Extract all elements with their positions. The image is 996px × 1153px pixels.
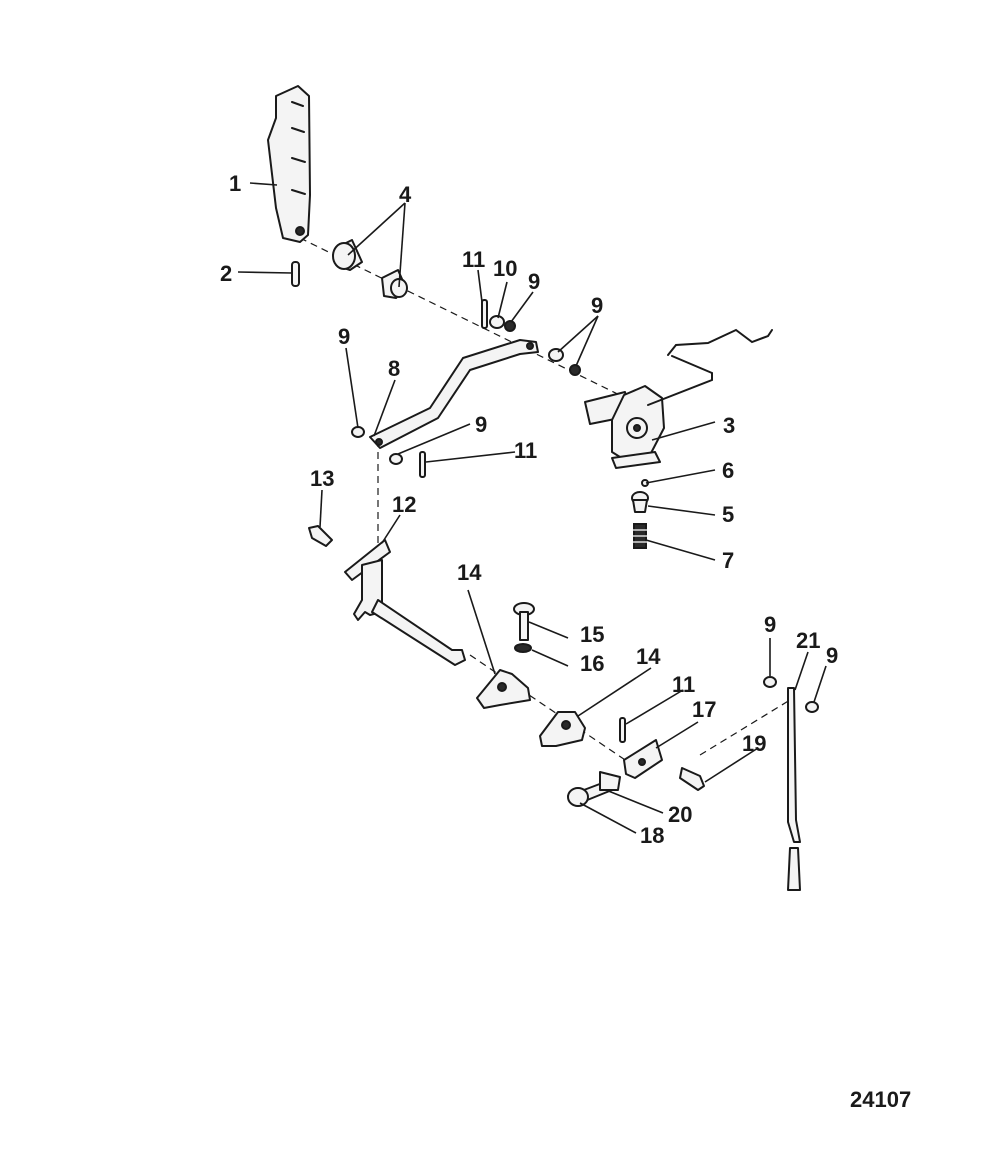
- figure-number: 24107: [850, 1087, 912, 1112]
- link-rod: [369, 339, 539, 449]
- callout-13: 13: [310, 466, 334, 491]
- callout-9-upper-left: 9: [338, 324, 350, 349]
- vertical-link-rod: [763, 676, 819, 891]
- callout-labels: 1 2 3 4 5 6 7 8 9 9 9 9 9 9 10 11 11 11 …: [220, 171, 838, 848]
- pivot-pin: [308, 525, 333, 547]
- callout-15: 15: [580, 622, 604, 647]
- detent-assembly: [631, 479, 649, 549]
- callout-19: 19: [742, 731, 766, 756]
- callout-14-right: 14: [636, 644, 661, 669]
- callout-leaders: [237, 182, 827, 834]
- callout-9-top-right: 9: [591, 293, 603, 318]
- callout-2: 2: [220, 261, 232, 286]
- assembly-axis-lines: [299, 237, 791, 771]
- callout-7: 7: [722, 548, 734, 573]
- linkage-block-assembly: [567, 717, 705, 807]
- callout-11-top: 11: [462, 247, 485, 272]
- callout-11-lower: 11: [672, 672, 695, 697]
- callout-6: 6: [722, 458, 734, 483]
- callout-8: 8: [388, 356, 400, 381]
- throttle-shaft-assembly: [584, 328, 773, 469]
- callout-1: 1: [229, 171, 241, 196]
- small-fasteners-top: [351, 299, 581, 478]
- callout-5: 5: [722, 502, 734, 527]
- screw-and-washer: [513, 602, 535, 653]
- callout-11-mid: 11: [514, 438, 537, 463]
- callout-20: 20: [668, 802, 692, 827]
- callout-12: 12: [392, 492, 416, 517]
- callout-21: 21: [796, 628, 820, 653]
- callout-3: 3: [723, 413, 735, 438]
- bushings: [332, 239, 408, 299]
- callout-9-mid-left: 9: [475, 412, 487, 437]
- throttle-lever: [267, 85, 311, 243]
- callout-10: 10: [493, 256, 517, 281]
- callout-4: 4: [399, 182, 412, 207]
- callout-18: 18: [640, 823, 664, 848]
- callout-9-far-right: 9: [826, 643, 838, 668]
- callout-16: 16: [580, 651, 604, 676]
- shaft-brackets: [476, 669, 586, 747]
- callout-14-left: 14: [457, 560, 482, 585]
- callout-9-lower-right: 9: [764, 612, 776, 637]
- cotter-pin: [291, 261, 300, 287]
- callout-17: 17: [692, 697, 716, 722]
- lower-lever-shaft: [344, 539, 466, 666]
- callout-9-top: 9: [528, 269, 540, 294]
